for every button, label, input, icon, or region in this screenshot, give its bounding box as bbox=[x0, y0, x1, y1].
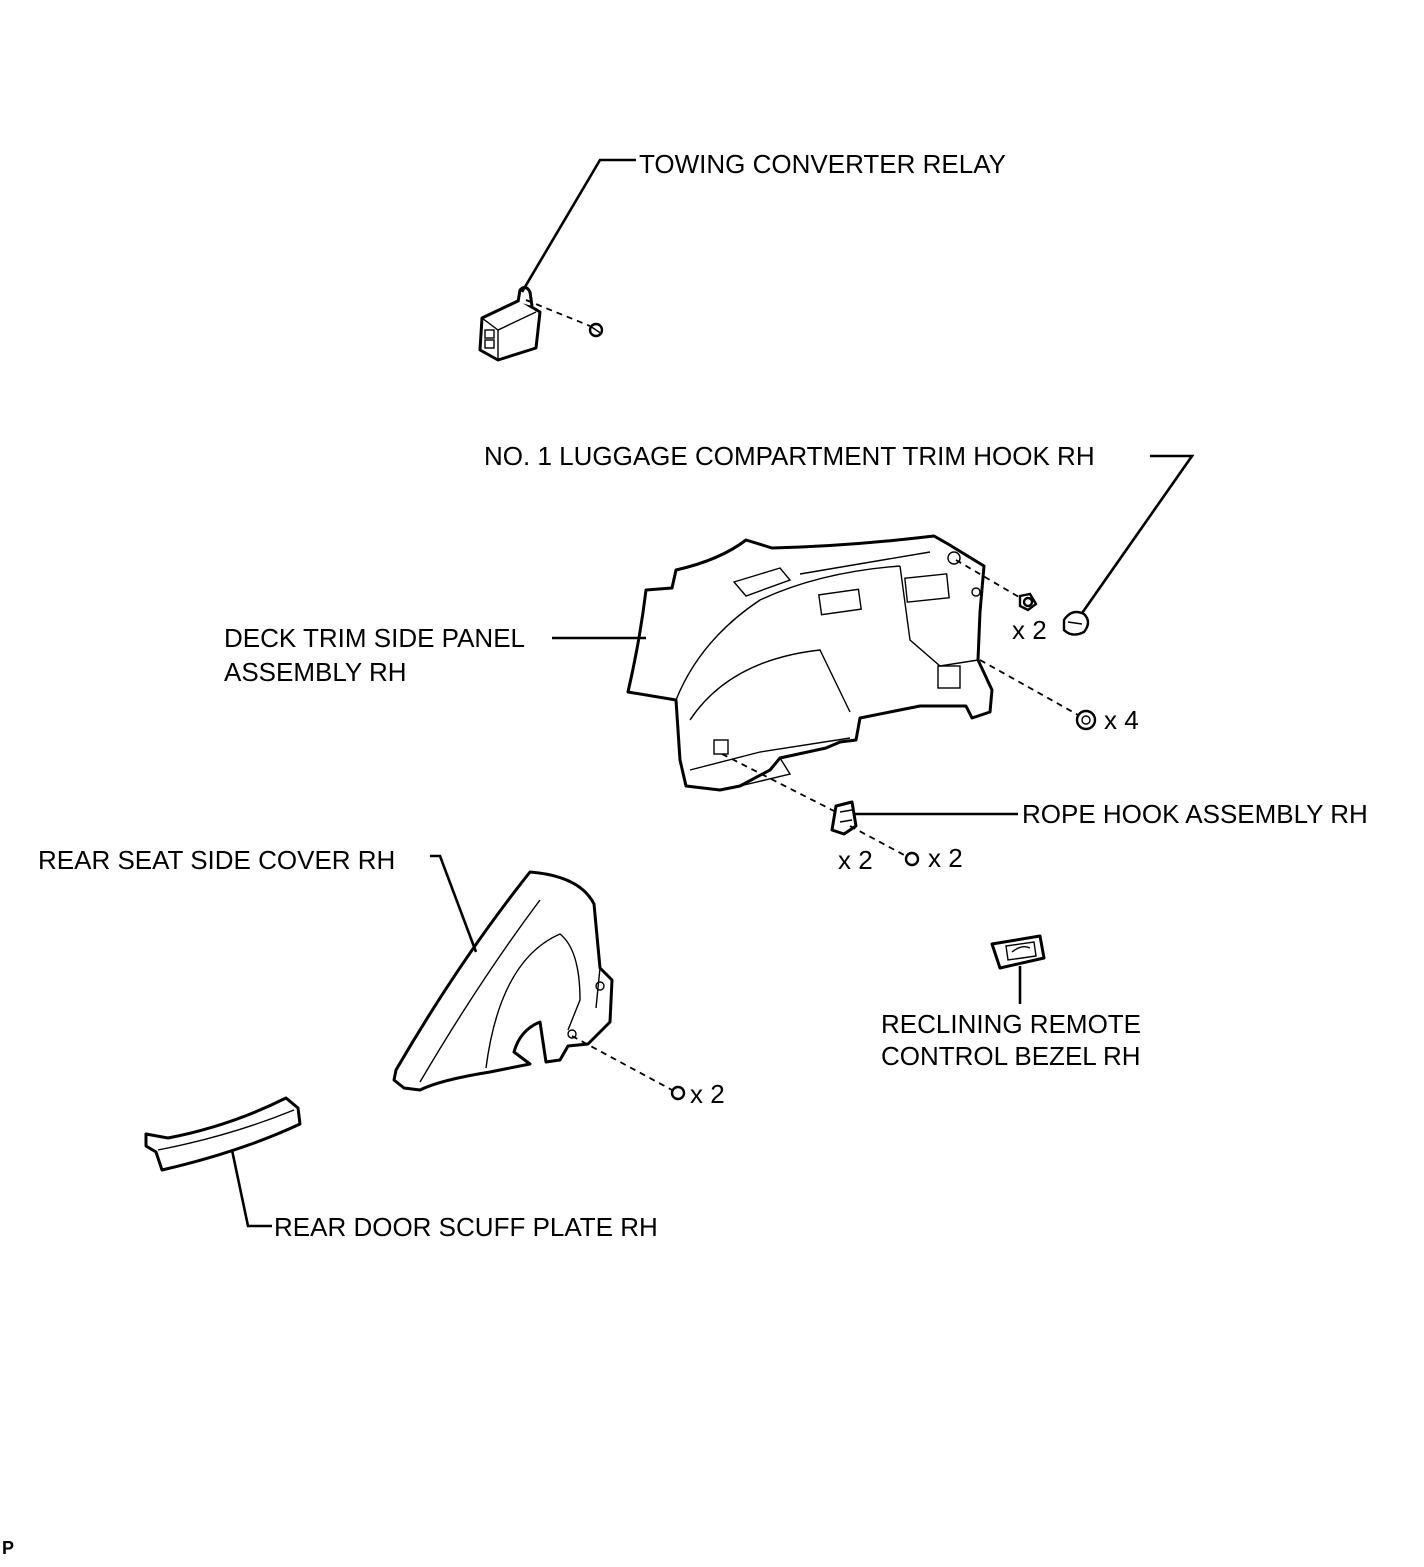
rope-hook-screw-part bbox=[904, 851, 920, 867]
rear-seat-cover-label: REAR SEAT SIDE COVER RH bbox=[38, 845, 396, 875]
reclining-bezel-part bbox=[990, 934, 1046, 970]
rear-seat-cover-leader bbox=[430, 854, 478, 953]
rear-door-scuff-plate-part bbox=[144, 1096, 302, 1172]
rope-hook-part bbox=[830, 800, 858, 836]
figure-code: P bbox=[2, 1538, 15, 1558]
rope-hook-left-quantity: x 2 bbox=[838, 845, 873, 875]
scuff-plate-label: REAR DOOR SCUFF PLATE RH bbox=[274, 1212, 658, 1242]
seat-cover-clip-dashline bbox=[571, 1035, 673, 1091]
deck-side-clip-quantity: x 4 bbox=[1104, 705, 1139, 735]
reclining-bezel-label-line2: CONTROL BEZEL RH bbox=[881, 1041, 1141, 1071]
trim-hook-leader bbox=[1078, 454, 1195, 617]
deck-side-clip-dashline bbox=[979, 659, 1081, 717]
deck-trim-side-panel-part bbox=[626, 534, 994, 792]
rope-hook-screw-quantity: x 2 bbox=[928, 843, 963, 873]
trim-hook-part bbox=[1062, 610, 1090, 636]
relay-bolt-part bbox=[588, 322, 604, 338]
rope-hook-label: ROPE HOOK ASSEMBLY RH bbox=[1022, 799, 1368, 829]
deck-top-screw-quantity: x 2 bbox=[1012, 615, 1047, 645]
reclining-bezel-label-line1: RECLINING REMOTE bbox=[881, 1009, 1142, 1039]
towing-converter-relay-part bbox=[478, 285, 542, 362]
rear-seat-side-cover-part bbox=[392, 870, 614, 1092]
deck-top-screw-dashline bbox=[955, 559, 1025, 601]
relay-fastener-dashline bbox=[525, 299, 591, 327]
towing-converter-relay-label: TOWING CONVERTER RELAY bbox=[639, 149, 1006, 179]
seat-cover-clip-quantity: x 2 bbox=[690, 1079, 725, 1109]
deck-side-clip-part bbox=[1075, 709, 1097, 731]
deck-trim-panel-label-line1: DECK TRIM SIDE PANEL bbox=[224, 623, 525, 653]
trim-hook-label: NO. 1 LUGGAGE COMPARTMENT TRIM HOOK RH bbox=[484, 441, 1095, 471]
deck-trim-panel-label-line2: ASSEMBLY RH bbox=[224, 657, 407, 687]
seat-cover-clip-part bbox=[670, 1085, 686, 1101]
scuff-plate-leader bbox=[230, 1149, 272, 1228]
towing-relay-leader bbox=[520, 158, 636, 293]
deck-top-screw-part bbox=[1018, 592, 1038, 612]
